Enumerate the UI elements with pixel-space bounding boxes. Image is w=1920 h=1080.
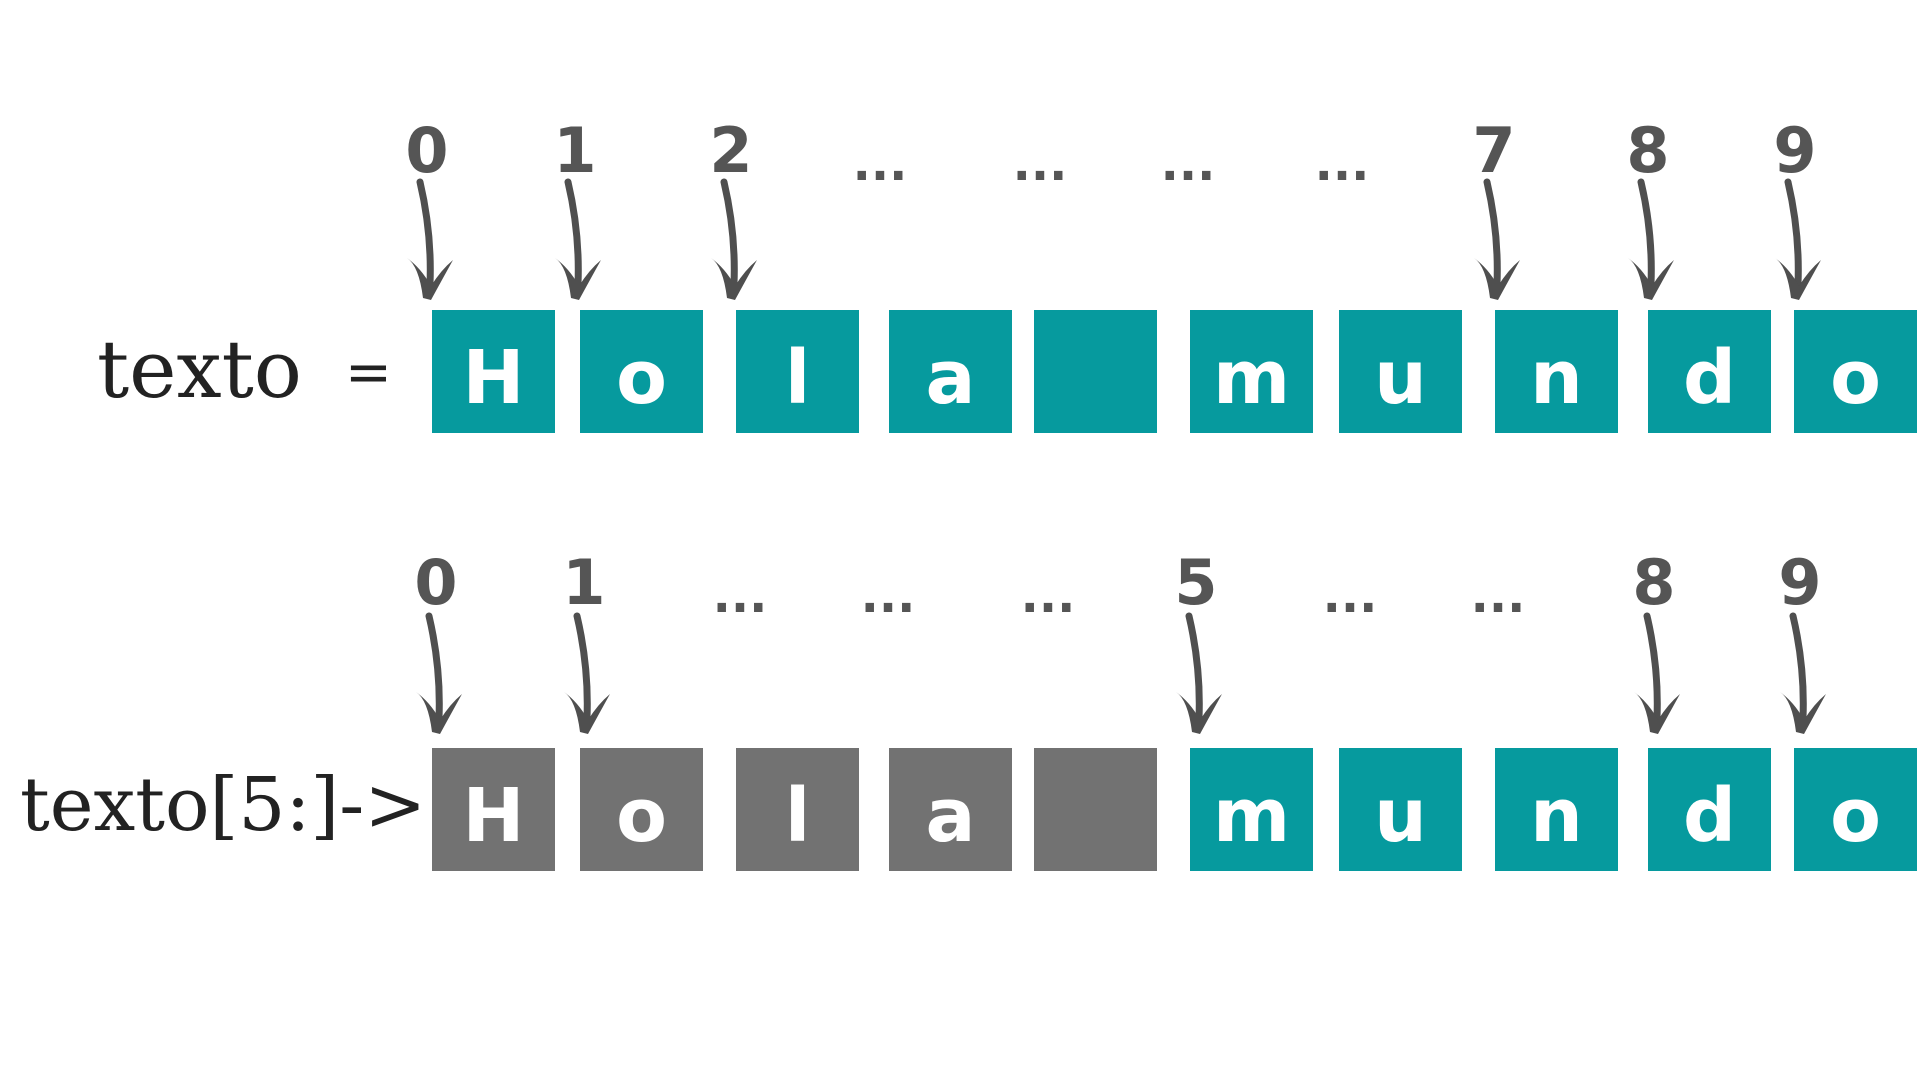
char-cell-9: o	[1794, 310, 1917, 433]
char-cell-4	[1034, 748, 1157, 871]
pointer-arrow-icon	[564, 612, 610, 734]
char-cell-0: H	[432, 310, 555, 433]
index-ellipsis: ...	[1470, 568, 1526, 624]
index-label-9: 9	[1773, 114, 1817, 187]
index-ellipsis: ...	[1020, 568, 1076, 624]
char-label: m	[1212, 772, 1291, 859]
char-cell-2: l	[736, 748, 859, 871]
index-ellipsis: ...	[852, 136, 908, 192]
pointer-arrow-icon	[416, 612, 462, 734]
char-label: d	[1683, 334, 1736, 421]
pointer-arrow-icon	[711, 178, 757, 300]
char-label: o	[1830, 772, 1881, 859]
index-ellipsis: ...	[860, 568, 916, 624]
index-label-8: 8	[1626, 114, 1670, 187]
char-cell-7: n	[1495, 310, 1618, 433]
char-label: H	[462, 772, 525, 859]
char-label: o	[1830, 334, 1881, 421]
char-cell-2: l	[736, 310, 859, 433]
pointer-arrow-icon	[555, 178, 601, 300]
pointer-arrow-icon	[1634, 612, 1680, 734]
char-label: o	[616, 334, 667, 421]
char-label: H	[462, 334, 525, 421]
row-label-texto: texto	[97, 323, 302, 416]
index-label-2: 2	[709, 114, 753, 187]
char-cell-3: a	[889, 748, 1012, 871]
pointer-arrow-icon	[1176, 612, 1222, 734]
pointer-arrow-icon	[1474, 178, 1520, 300]
char-label: u	[1374, 334, 1427, 421]
char-label: a	[925, 334, 976, 421]
pointer-arrow-icon	[1775, 178, 1821, 300]
char-label: o	[616, 772, 667, 859]
index-label-9: 9	[1778, 546, 1822, 619]
char-cell-8: d	[1648, 748, 1771, 871]
char-cell-8: d	[1648, 310, 1771, 433]
index-ellipsis: ...	[712, 568, 768, 624]
equals-sign: =	[345, 340, 392, 405]
index-ellipsis: ...	[1012, 136, 1068, 192]
char-cell-1: o	[580, 748, 703, 871]
char-cell-5: m	[1190, 748, 1313, 871]
index-ellipsis: ...	[1314, 136, 1370, 192]
index-label-1: 1	[562, 546, 606, 619]
char-label: u	[1374, 772, 1427, 859]
char-label: a	[925, 772, 976, 859]
char-label: d	[1683, 772, 1736, 859]
char-label: l	[784, 772, 811, 859]
index-label-7: 7	[1472, 114, 1516, 187]
char-cell-3: a	[889, 310, 1012, 433]
char-cell-6: u	[1339, 748, 1462, 871]
index-ellipsis: ...	[1322, 568, 1378, 624]
char-label: n	[1530, 334, 1583, 421]
char-cell-7: n	[1495, 748, 1618, 871]
index-label-5: 5	[1174, 546, 1218, 619]
char-label: l	[784, 334, 811, 421]
pointer-arrow-icon	[1780, 612, 1826, 734]
pointer-arrow-icon	[1628, 178, 1674, 300]
index-label-0: 0	[414, 546, 458, 619]
pointer-arrow-icon	[407, 178, 453, 300]
char-cell-9: o	[1794, 748, 1917, 871]
char-cell-6: u	[1339, 310, 1462, 433]
char-label: n	[1530, 772, 1583, 859]
index-ellipsis: ...	[1160, 136, 1216, 192]
index-label-0: 0	[405, 114, 449, 187]
row-label-slice: texto[5:]->	[20, 762, 427, 848]
char-cell-0: H	[432, 748, 555, 871]
char-cell-4	[1034, 310, 1157, 433]
index-label-1: 1	[553, 114, 597, 187]
index-label-8: 8	[1632, 546, 1676, 619]
char-label: m	[1212, 334, 1291, 421]
char-cell-1: o	[580, 310, 703, 433]
char-cell-5: m	[1190, 310, 1313, 433]
